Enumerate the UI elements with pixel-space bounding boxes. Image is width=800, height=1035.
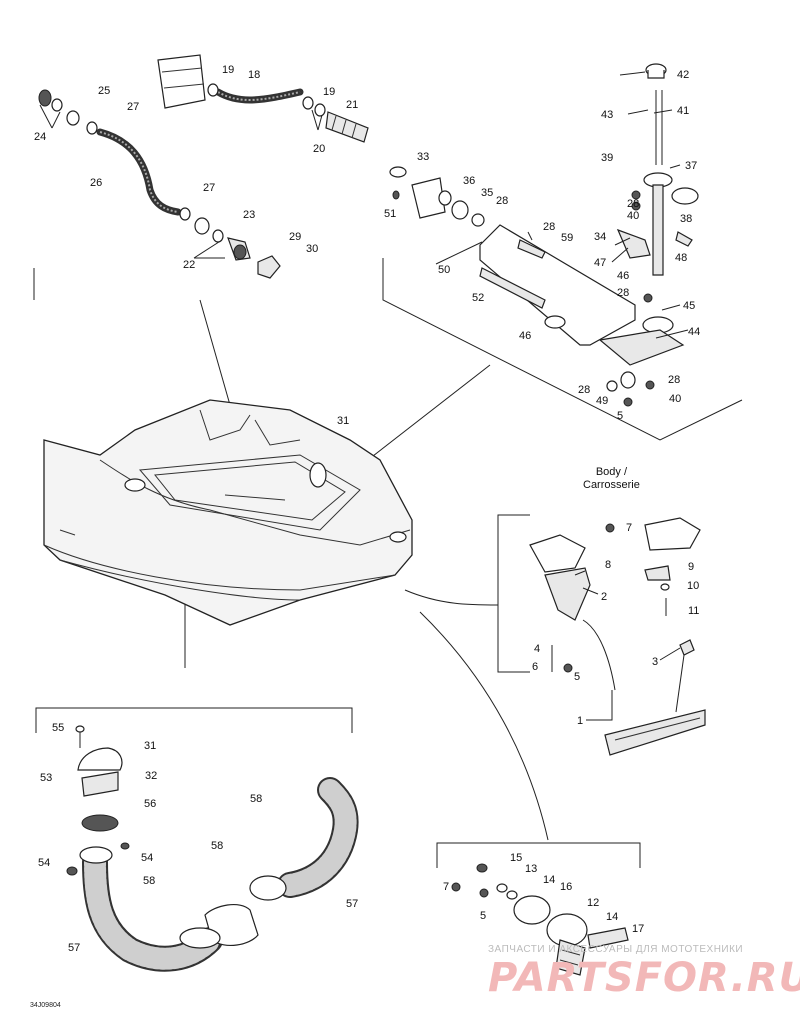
callout-26: 26 [90, 177, 102, 189]
callout-4: 4 [534, 643, 540, 655]
callout-17: 17 [632, 923, 644, 935]
callout-28: 28 [668, 374, 680, 386]
fuel-hose-assembly [38, 54, 369, 279]
steering-tilt-assembly [389, 63, 699, 407]
callout-16: 16 [560, 881, 572, 893]
body-trim-assembly [529, 517, 706, 756]
callout-5: 5 [617, 410, 623, 422]
callout-19: 19 [323, 86, 335, 98]
callout-23: 23 [243, 209, 255, 221]
callout-58: 58 [250, 793, 262, 805]
callout-numbers: 1 2 3 4 5 5 5 6 7 7 8 9 10 11 12 13 14 1… [34, 64, 700, 954]
callout-32: 32 [145, 770, 157, 782]
callout-18: 18 [248, 69, 260, 81]
callout-49: 49 [596, 395, 608, 407]
callout-56: 56 [144, 798, 156, 810]
callout-36: 36 [463, 175, 475, 187]
callout-57: 57 [346, 898, 358, 910]
callout-40: 40 [669, 393, 681, 405]
callout-28: 28 [627, 198, 639, 210]
callout-41: 41 [677, 105, 689, 117]
callout-13: 13 [525, 863, 537, 875]
callout-29: 29 [289, 231, 301, 243]
callout-55: 55 [52, 722, 64, 734]
callout-14: 14 [543, 874, 555, 886]
callout-48: 48 [675, 252, 687, 264]
callout-44: 44 [688, 326, 700, 338]
callout-58: 58 [211, 840, 223, 852]
callout-9: 9 [688, 561, 694, 573]
callout-3: 3 [652, 656, 658, 668]
callout-7: 7 [443, 881, 449, 893]
callout-25: 25 [98, 85, 110, 97]
callout-7: 7 [626, 522, 632, 534]
frame-lines [33, 258, 743, 868]
callout-57: 57 [68, 942, 80, 954]
callout-12: 12 [587, 897, 599, 909]
callout-8: 8 [605, 559, 611, 571]
callout-31: 31 [337, 415, 349, 427]
callout-28: 28 [496, 195, 508, 207]
vent-hose-assembly [66, 725, 359, 972]
callout-leaders [39, 71, 689, 721]
drain-plug-assembly [451, 863, 629, 976]
callout-1: 1 [577, 715, 583, 727]
callout-14: 14 [606, 911, 618, 923]
callout-27: 27 [203, 182, 215, 194]
watermark-tagline: ЗАПЧАСТИ И АКСЕССУАРЫ ДЛЯ МОТОТЕХНИКИ [488, 944, 744, 955]
callout-21: 21 [346, 99, 358, 111]
section-label-line1: Body / [595, 466, 628, 478]
callout-34: 34 [594, 231, 606, 243]
callout-46: 46 [617, 270, 629, 282]
callout-51: 51 [384, 208, 396, 220]
callout-54: 54 [141, 852, 153, 864]
callout-22: 22 [183, 259, 195, 271]
section-label: Body / Carrosserie [583, 466, 640, 492]
callout-33: 33 [417, 151, 429, 163]
callout-31: 31 [144, 740, 156, 752]
callout-37: 37 [685, 160, 697, 172]
callout-5: 5 [480, 910, 486, 922]
callout-46: 46 [519, 330, 531, 342]
hull-illustration [43, 399, 413, 626]
callout-40: 40 [627, 210, 639, 222]
callout-38: 38 [680, 213, 692, 225]
callout-43: 43 [601, 109, 613, 121]
callout-35: 35 [481, 187, 493, 199]
callout-6: 6 [532, 661, 538, 673]
callout-24: 24 [34, 131, 46, 143]
callout-42: 42 [677, 69, 689, 81]
callout-58: 58 [143, 875, 155, 887]
callout-11: 11 [688, 605, 699, 617]
drawing-code: 34J09804 [30, 1002, 61, 1009]
callout-39: 39 [601, 152, 613, 164]
callout-15: 15 [510, 852, 522, 864]
callout-19: 19 [222, 64, 234, 76]
callout-52: 52 [472, 292, 484, 304]
callout-50: 50 [438, 264, 450, 276]
callout-20: 20 [313, 143, 325, 155]
watermark-logo: PARTSFOR.RU [488, 955, 800, 1001]
callout-28: 28 [543, 221, 555, 233]
callout-59: 59 [561, 232, 573, 244]
callout-10: 10 [687, 580, 699, 592]
callout-30: 30 [306, 243, 318, 255]
callout-28: 28 [578, 384, 590, 396]
callout-27: 27 [127, 101, 139, 113]
callout-45: 45 [683, 300, 695, 312]
callout-28: 28 [617, 287, 629, 299]
callout-47: 47 [594, 257, 606, 269]
callout-5: 5 [574, 671, 580, 683]
callout-2: 2 [601, 591, 607, 603]
callout-53: 53 [40, 772, 52, 784]
callout-54: 54 [38, 857, 50, 869]
section-label-line2: Carrosserie [583, 479, 640, 491]
